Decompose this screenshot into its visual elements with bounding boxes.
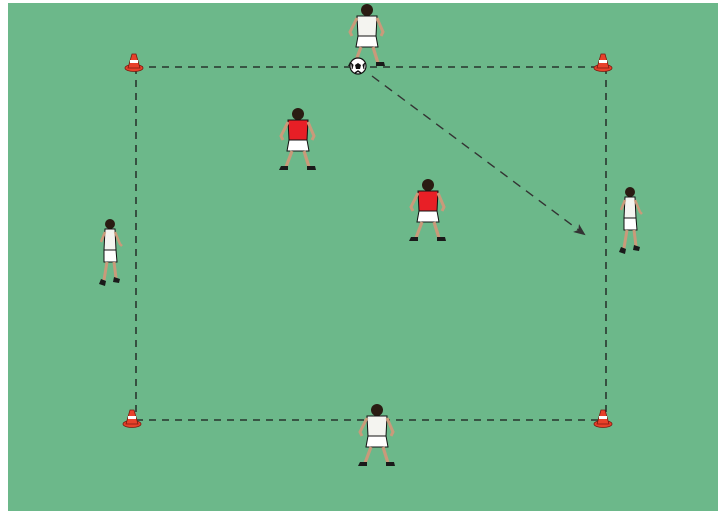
ball-icon xyxy=(350,58,366,74)
